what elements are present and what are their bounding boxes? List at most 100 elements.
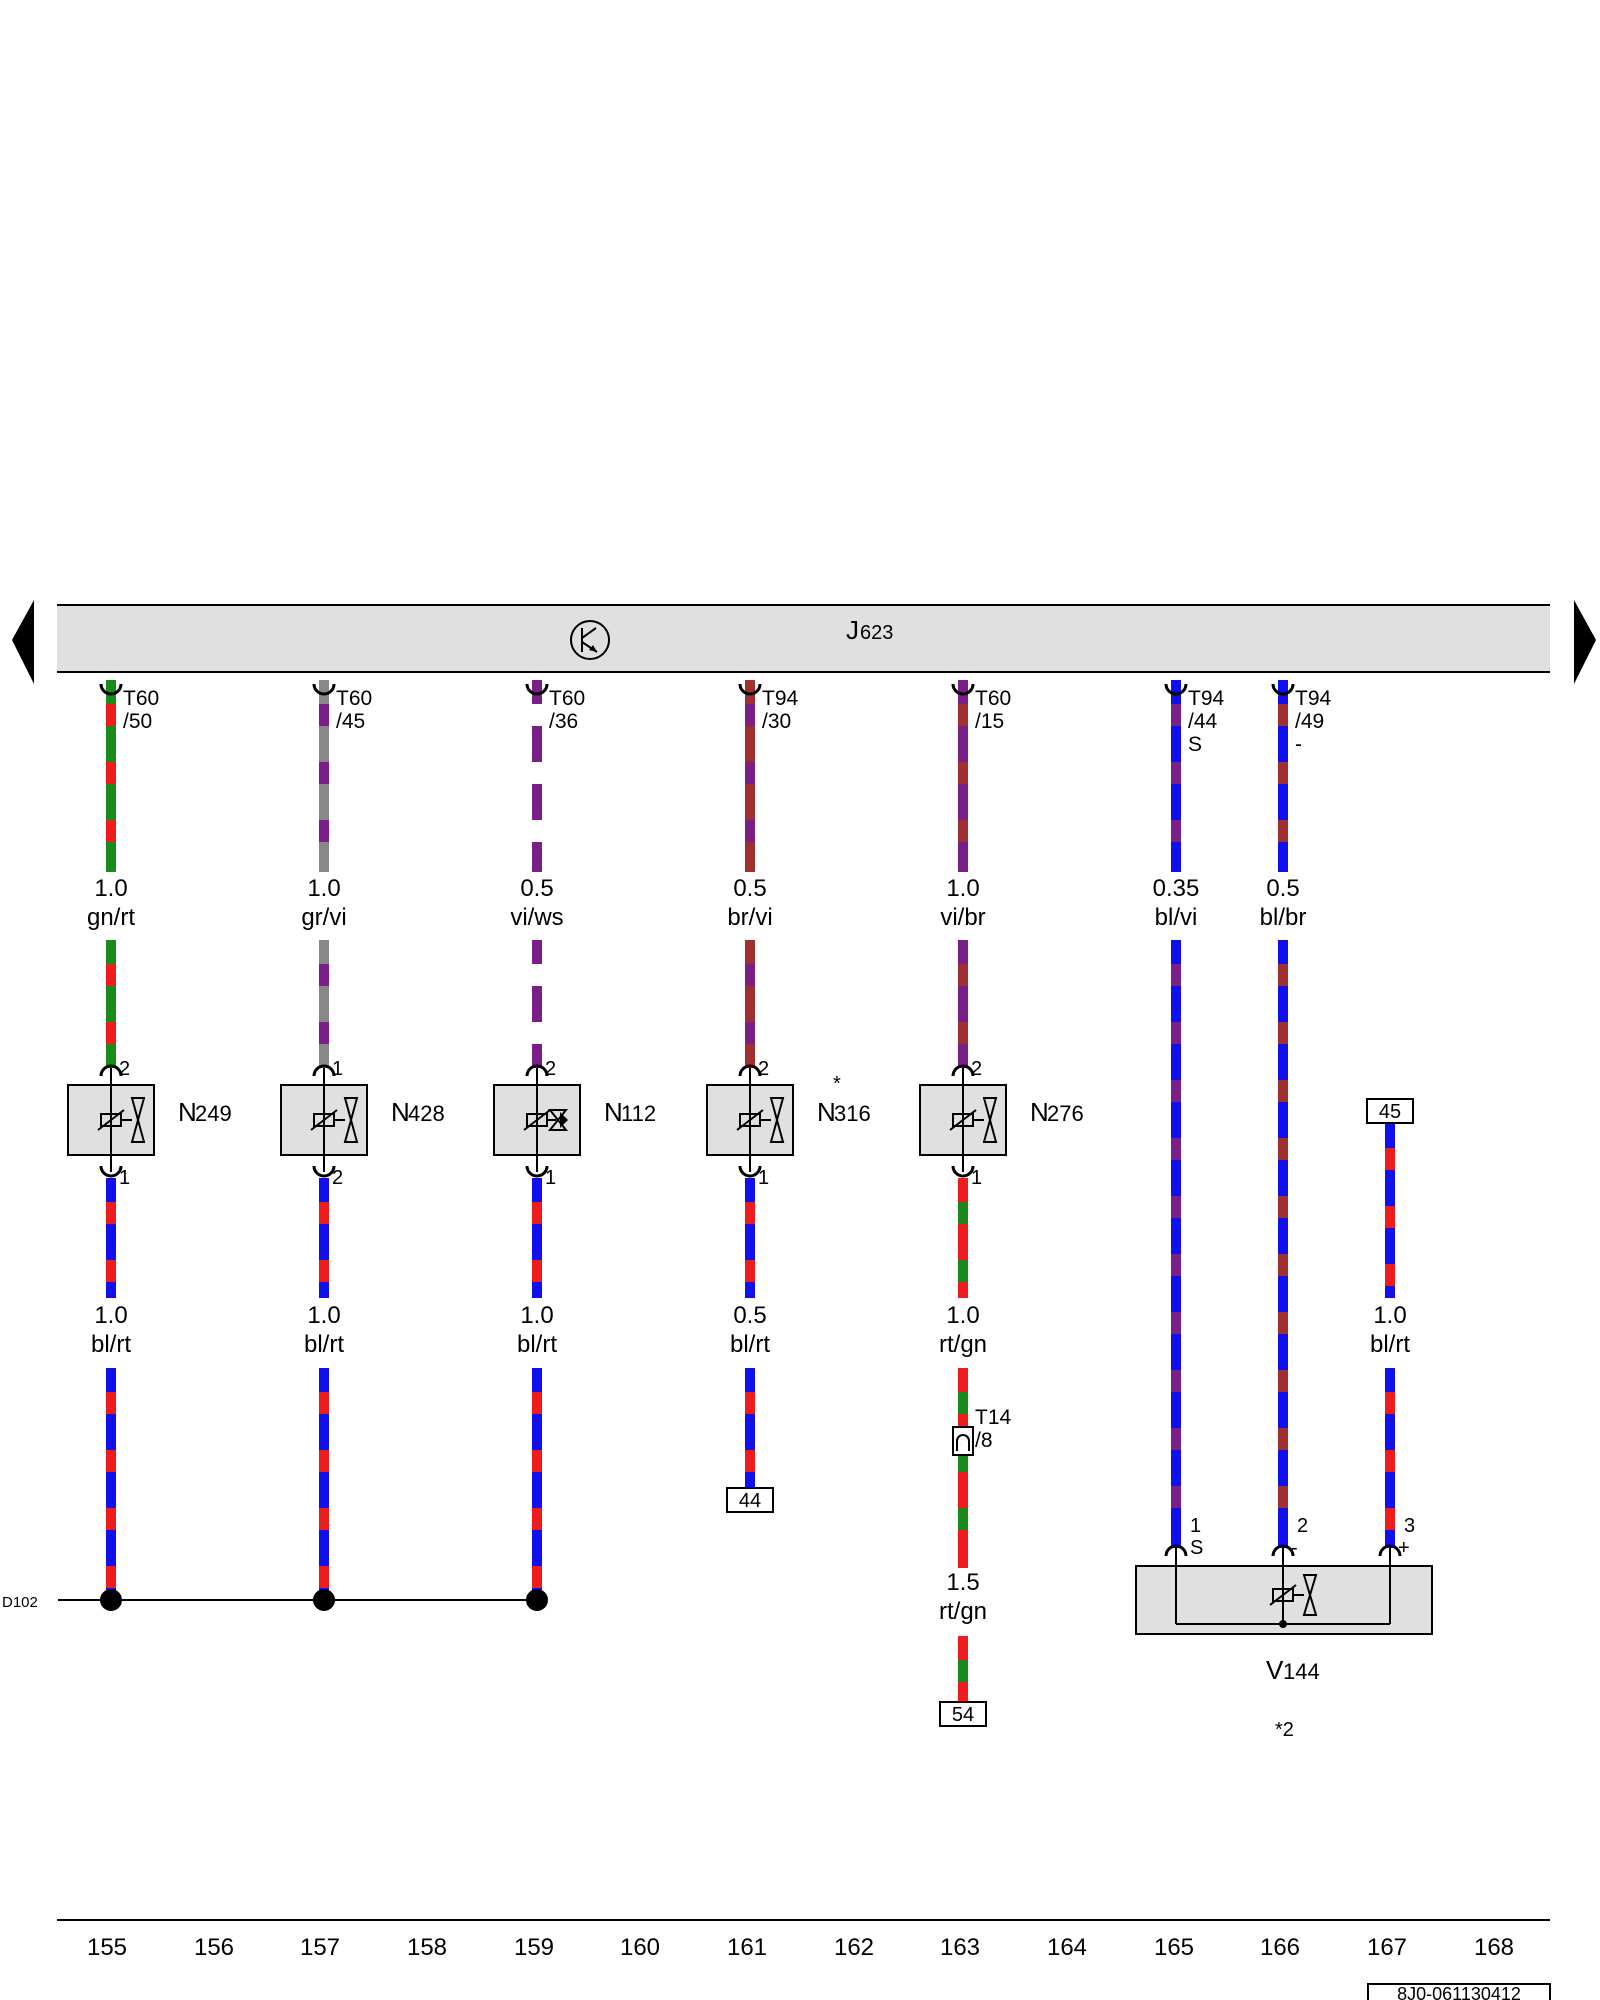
wire-segment (106, 1368, 116, 1590)
wire-segment (532, 1368, 542, 1590)
component-n112[interactable]: 2 1 N 112 (493, 1058, 656, 1189)
connector-pin-icon (525, 1165, 549, 1178)
connector-label: T60 (123, 687, 159, 710)
wire-segment (319, 940, 329, 1068)
reference-44[interactable]: 44 (726, 1487, 774, 1513)
v144-pin-mark: S (1190, 1537, 1203, 1559)
column-number: 157 (300, 1934, 340, 1961)
top-connectors: T60 /50 T60 /45 T60 /36 T94 /30 T60 /15 … (123, 687, 1332, 756)
wire-segment (319, 1368, 329, 1590)
connector-pin-icon (738, 1064, 762, 1077)
ground-connection-d102: D102 (2, 1589, 548, 1611)
wire-segment (106, 1178, 116, 1298)
component-n316[interactable]: 2 1 * N 316 (706, 1058, 871, 1189)
wire-size-label: 0.5 (733, 875, 766, 902)
connector-pin-icon (738, 1165, 762, 1178)
wire-color-label: gr/vi (301, 904, 346, 931)
connector-pin-label: /30 (762, 710, 791, 733)
reference-45[interactable]: 45 (1366, 1098, 1414, 1124)
component-n276[interactable]: 2 1 N 276 (919, 1058, 1084, 1189)
v144-pin-mark: + (1398, 1537, 1410, 1559)
component-n428[interactable]: 1 2 N 428 (280, 1058, 445, 1189)
v144-pin: 3 (1404, 1515, 1415, 1537)
wire-color-label: bl/rt (304, 1331, 344, 1358)
wire-size-label: 1.0 (520, 1302, 553, 1329)
component-number: 249 (195, 1101, 232, 1126)
connector-label: T94 (762, 687, 799, 710)
column-number: 168 (1474, 1934, 1514, 1961)
column-number: 158 (407, 1934, 447, 1961)
reference-number: 45 (1379, 1101, 1401, 1123)
connector-pin-icon (525, 1064, 549, 1077)
wire-segment (745, 1368, 755, 1488)
wire-color-label: gn/rt (87, 904, 135, 931)
component-pin-top: 2 (758, 1058, 769, 1080)
component-v144[interactable]: 1 S 2 - 3 + V 144 *2 (1135, 1515, 1433, 1741)
control-unit-j623: J 623 (57, 604, 1550, 673)
next-page-arrow-icon[interactable] (1574, 600, 1596, 684)
component-number: 428 (408, 1101, 445, 1126)
wire-segment (106, 680, 116, 872)
wire-size-label: 1.0 (94, 875, 127, 902)
column-number: 161 (727, 1934, 767, 1961)
wire-segment (532, 940, 542, 1068)
v144-pin-mark: - (1291, 1537, 1298, 1559)
wire-size-label: 0.5 (1266, 875, 1299, 902)
wire-segment (745, 940, 755, 1068)
bottom-wire-labels: 1.0 bl/rt 1.0 bl/rt 1.0 bl/rt 0.5 bl/rt … (91, 1302, 1410, 1625)
wire-segment (1171, 940, 1181, 1548)
connector-pin-icon (312, 1165, 336, 1178)
wire-color-label: vi/ws (510, 904, 563, 931)
component-number: 316 (834, 1101, 871, 1126)
column-number: 165 (1154, 1934, 1194, 1961)
connector-label: T94 (1295, 687, 1332, 710)
wire-segment (532, 680, 542, 872)
column-number: 155 (87, 1934, 127, 1961)
column-number: 159 (514, 1934, 554, 1961)
connector-pin-icon (99, 1064, 123, 1077)
wire-segment (1278, 680, 1288, 872)
component-pin-top: 2 (119, 1058, 130, 1080)
component-pin-top: 2 (545, 1058, 556, 1080)
top-wire-labels: 1.0 gn/rt 1.0 gr/vi 0.5 vi/ws 0.5 br/vi … (87, 875, 1306, 931)
connector-pin-icon (951, 683, 975, 696)
connector-label: T60 (549, 687, 585, 710)
connector-pin-icon (1271, 683, 1295, 696)
wire-size-label: 1.0 (307, 875, 340, 902)
prev-page-arrow-icon[interactable] (12, 600, 34, 684)
connector-pin-icon (951, 1165, 975, 1178)
reference-54[interactable]: 54 (939, 1701, 987, 1727)
column-number: 162 (834, 1934, 874, 1961)
connector-label: T14 (975, 1406, 1012, 1429)
component-name: N (1030, 1097, 1049, 1127)
connector-label: T94 (1188, 687, 1225, 710)
connector-pin-icon (525, 683, 549, 696)
wire-segment (958, 940, 968, 1068)
wire-color-label: bl/br (1260, 904, 1307, 931)
component-pin-bottom: 2 (332, 1167, 343, 1189)
wire-size-label: 0.5 (733, 1302, 766, 1329)
wire-size-label: 0.5 (520, 875, 553, 902)
reference-number: 44 (739, 1490, 761, 1512)
reference-number: 54 (952, 1704, 974, 1726)
connector-pin-icon (951, 1064, 975, 1077)
control-unit-number: 623 (860, 622, 893, 644)
transistor-icon (570, 620, 610, 660)
connector-extra-label: - (1295, 733, 1302, 756)
ground-label: D102 (2, 1594, 38, 1611)
connector-pin-label: /50 (123, 710, 152, 733)
wire-segment (1171, 680, 1181, 872)
wire-color-label: rt/gn (939, 1598, 987, 1625)
component-n249[interactable]: 2 1 N 249 (67, 1058, 232, 1189)
connector-label: T60 (975, 687, 1011, 710)
wire-color-label: bl/rt (517, 1331, 557, 1358)
component-name: V (1266, 1655, 1284, 1685)
connector-pin-icon (1164, 1544, 1188, 1557)
connector-pin-label: /45 (336, 710, 365, 733)
connector-pin-icon (1271, 1544, 1295, 1557)
component-number: 144 (1283, 1659, 1320, 1684)
component-name: N (391, 1097, 410, 1127)
connector-label: T60 (336, 687, 372, 710)
component-pin-top: 2 (971, 1058, 982, 1080)
